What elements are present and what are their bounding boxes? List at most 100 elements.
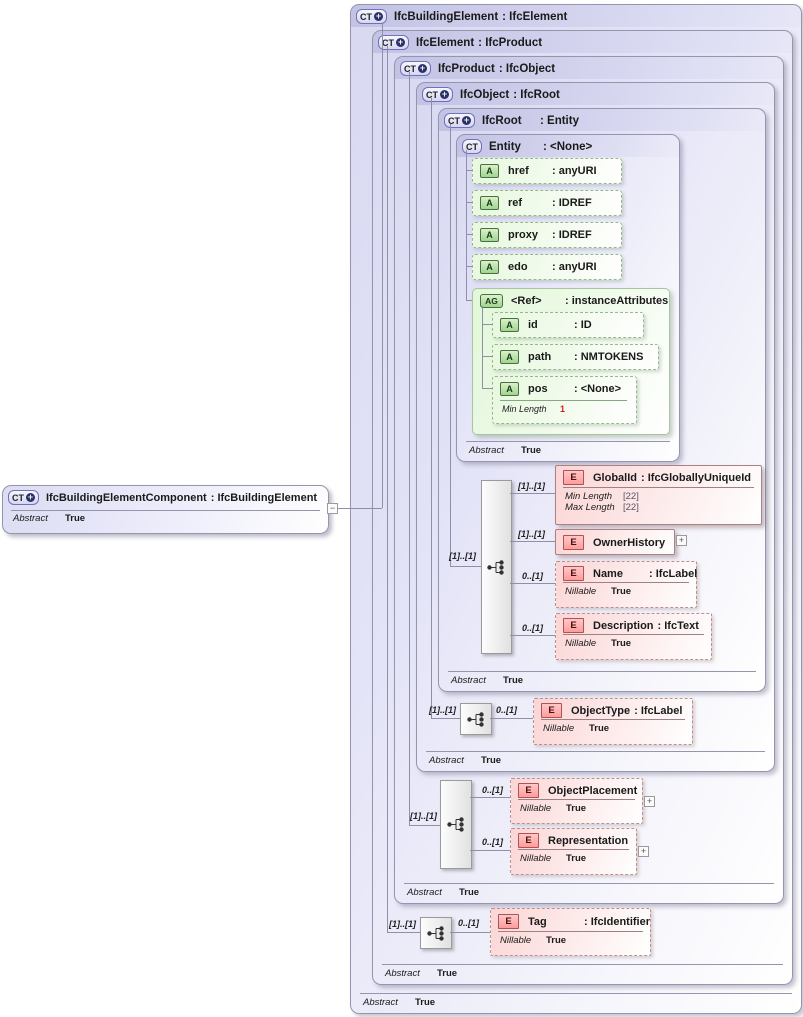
complex-type-icon[interactable]: CT+ [8, 490, 39, 505]
complex-type-icon[interactable]: CT+ [400, 61, 431, 76]
element-icon: E [563, 470, 584, 485]
abstract-value: True [521, 445, 542, 456]
cardinality-label: 0..[1] [458, 918, 480, 928]
element-objecttype: E ObjectType : IfcLabel Nillable True [533, 698, 693, 745]
base-type: : IfcProduct [478, 36, 543, 49]
connector-line [382, 24, 383, 508]
min-length-label: Min Length [565, 491, 613, 502]
element-title: E ObjectPlacement [518, 783, 637, 798]
element-type: : IfcIdentifier [584, 915, 651, 928]
attribute-id: A id : ID [492, 312, 644, 338]
type-name: IfcRoot [482, 114, 522, 127]
attribute-icon: A [500, 350, 519, 364]
expand-button[interactable]: + [638, 846, 649, 857]
cardinality-label: [1]..[1] [449, 551, 476, 561]
element-type: : IfcGloballyUniqueId [641, 471, 752, 484]
element-tag: E Tag : IfcIdentifier Nillable True [490, 908, 651, 956]
connector-line [466, 300, 472, 301]
cardinality-label: [1]..[1] [389, 919, 416, 929]
attribute-edo: A edo : anyURI [472, 254, 622, 280]
attribute-pos: A pos : <None> Min Length 1 [492, 376, 637, 424]
element-name: Tag [528, 915, 547, 928]
cardinality-label: 0..[1] [482, 837, 504, 847]
plus-icon: + [396, 37, 405, 47]
attribute-pos-title: A pos : <None> [500, 382, 621, 396]
complex-type-icon[interactable]: CT+ [444, 113, 475, 128]
nillable-row: Nillable True [520, 853, 586, 864]
connector-line [510, 635, 555, 636]
ct-glyph: CT [12, 492, 24, 503]
attribute-group-name: <Ref> [511, 295, 542, 307]
divider [563, 487, 754, 488]
abstract-label: Abstract [451, 675, 486, 686]
cardinality-label: [1]..[1] [518, 481, 545, 491]
element-type: : IfcText [657, 619, 699, 632]
cardinality-label: [1]..[1] [410, 811, 437, 821]
connector-line [466, 150, 467, 300]
connector-line [450, 124, 451, 566]
divider [563, 582, 689, 583]
complex-type-icon[interactable]: CT+ [378, 35, 409, 50]
connector-line [450, 932, 490, 933]
max-length-label: Max Length [565, 502, 615, 513]
attribute-name: proxy [508, 229, 538, 241]
attribute-type: : ID [574, 319, 592, 331]
connector-line [409, 72, 410, 825]
connector-line [510, 493, 555, 494]
attribute-group-type: : instanceAttributes [565, 295, 669, 307]
attribute-type: : <None> [574, 383, 622, 395]
element-description: E Description : IfcText Nillable True [555, 613, 712, 660]
divider [500, 400, 627, 401]
complex-type-icon[interactable]: CT+ [422, 87, 453, 102]
expand-button[interactable]: + [644, 796, 655, 807]
abstract-label: Abstract [385, 968, 420, 979]
expand-button[interactable]: + [676, 535, 687, 546]
abstract-label: Abstract [407, 887, 442, 898]
max-length-value: [22] [623, 502, 639, 513]
sequence-box-element [420, 917, 452, 949]
attribute-group-title: AG <Ref> : instanceAttributes [480, 294, 668, 308]
element-globalid: E GlobalId : IfcGloballyUniqueId Min Len… [555, 465, 762, 525]
plus-icon: + [440, 89, 449, 99]
attribute-icon: A [480, 260, 499, 274]
nillable-value: True [589, 723, 610, 734]
cardinality-label: 0..[1] [496, 705, 518, 715]
connector-line [510, 541, 555, 542]
element-name: E Name : IfcLabel Nillable True [555, 561, 697, 608]
cardinality-label: 0..[1] [522, 623, 544, 633]
nillable-label: Nillable [565, 638, 597, 649]
sequence-icon [446, 817, 464, 832]
divider [563, 634, 704, 635]
nillable-value: True [566, 853, 587, 864]
complex-type-icon[interactable]: CT+ [356, 9, 387, 24]
divider [541, 719, 685, 720]
attribute-name: path [528, 351, 552, 363]
element-name: Description [593, 619, 654, 632]
connector-line [431, 718, 460, 719]
nillable-label: Nillable [520, 803, 552, 814]
cardinality-label: 0..[1] [482, 785, 504, 795]
element-title: E ObjectType : IfcLabel [541, 703, 682, 718]
complex-type-icon[interactable]: CT [462, 139, 482, 154]
nillable-row: Nillable True [565, 638, 631, 649]
abstract-footer: Abstract True [448, 671, 756, 686]
element-name: OwnerHistory [593, 536, 666, 549]
attribute-path: A path : NMTOKENS [492, 344, 659, 370]
type-box-title: CT+ IfcBuildingElementComponent : IfcBui… [8, 490, 317, 505]
connector-line [482, 306, 483, 388]
element-title: E Representation [518, 833, 628, 848]
nillable-row: Nillable True [520, 803, 586, 814]
connector-line [482, 356, 492, 357]
connector-line [470, 797, 510, 798]
element-name: ObjectType [571, 704, 631, 717]
ct-glyph: CT [382, 37, 394, 48]
connector-line [387, 932, 420, 933]
collapse-button[interactable]: − [327, 503, 338, 514]
connector-line [482, 388, 492, 389]
element-name: Name [593, 567, 623, 580]
element-title: E Tag : IfcIdentifier [498, 914, 650, 929]
element-name: GlobalId [593, 471, 637, 484]
sequence-box-object [460, 703, 492, 735]
element-title: E Name : IfcLabel [563, 566, 697, 581]
connector-line [466, 202, 472, 203]
